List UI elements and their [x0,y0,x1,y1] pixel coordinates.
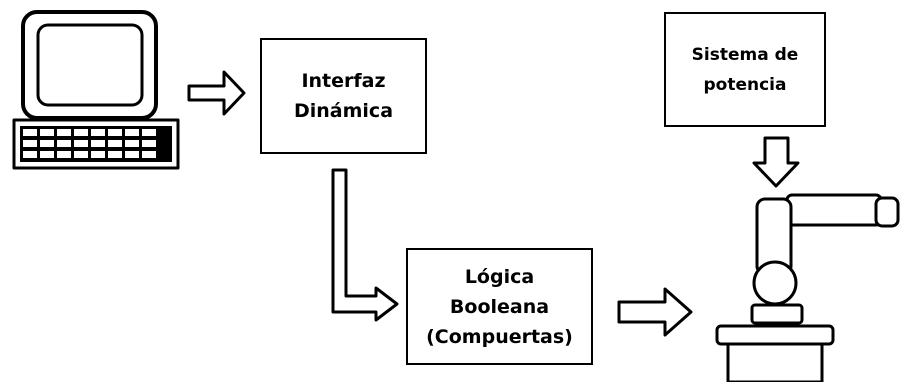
arrow-sistema-to-robot [752,136,800,188]
node-label-line: Sistema de [691,44,799,65]
computer-icon [12,10,180,170]
node-logica-booleana: Lógica Booleana (Compuertas) [406,248,593,365]
arrow-interfaz-to-logica [331,168,399,322]
node-interfaz-dinamica: Interfaz Dinámica [260,38,427,154]
node-label-line: Dinámica [293,100,394,122]
node-label-line: (Compuertas) [426,325,573,348]
arrow-computer-to-interfaz [187,70,246,116]
node-sistema-de-potencia: Sistema de potencia [664,12,826,127]
node-label-line: Booleana [449,295,550,318]
node-label-line: Interfaz [301,70,386,92]
robot-arm-icon [715,193,900,382]
arrow-logica-to-robot [617,287,693,337]
node-label-line: potencia [703,74,787,95]
node-label-line: Lógica [464,265,535,288]
